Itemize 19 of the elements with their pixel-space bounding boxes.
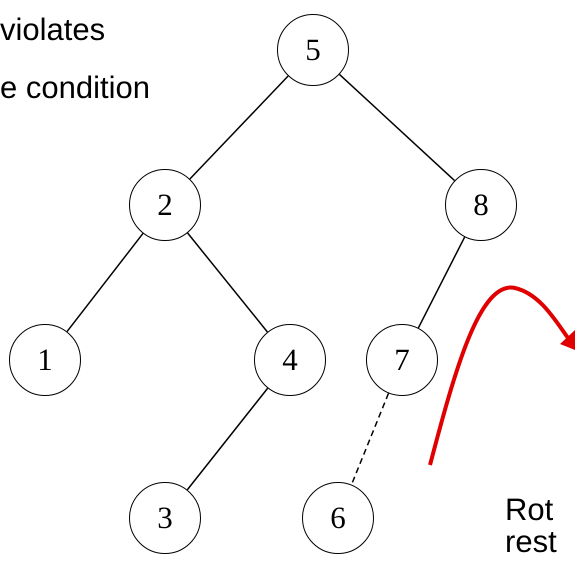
note-text: rest xyxy=(505,526,557,557)
tree-node: 8 xyxy=(445,169,517,241)
tree-edge xyxy=(350,393,390,485)
note-text: Rot xyxy=(505,494,554,525)
note-text: violates xyxy=(0,14,106,45)
tree-edge xyxy=(187,232,268,332)
tree-node: 5 xyxy=(277,14,349,86)
tree-node: 4 xyxy=(254,324,326,396)
tree-node: 1 xyxy=(9,324,81,396)
tree-node: 7 xyxy=(366,324,438,396)
tree-edge xyxy=(66,233,144,332)
tree-node: 6 xyxy=(302,482,374,554)
tree-edge xyxy=(189,76,289,180)
tree-node: 2 xyxy=(129,169,201,241)
tree-node: 3 xyxy=(129,482,201,554)
tree-edge xyxy=(418,236,466,328)
tree-edge xyxy=(186,388,268,490)
note-text: e condition xyxy=(0,72,150,103)
tree-edge xyxy=(338,74,456,182)
